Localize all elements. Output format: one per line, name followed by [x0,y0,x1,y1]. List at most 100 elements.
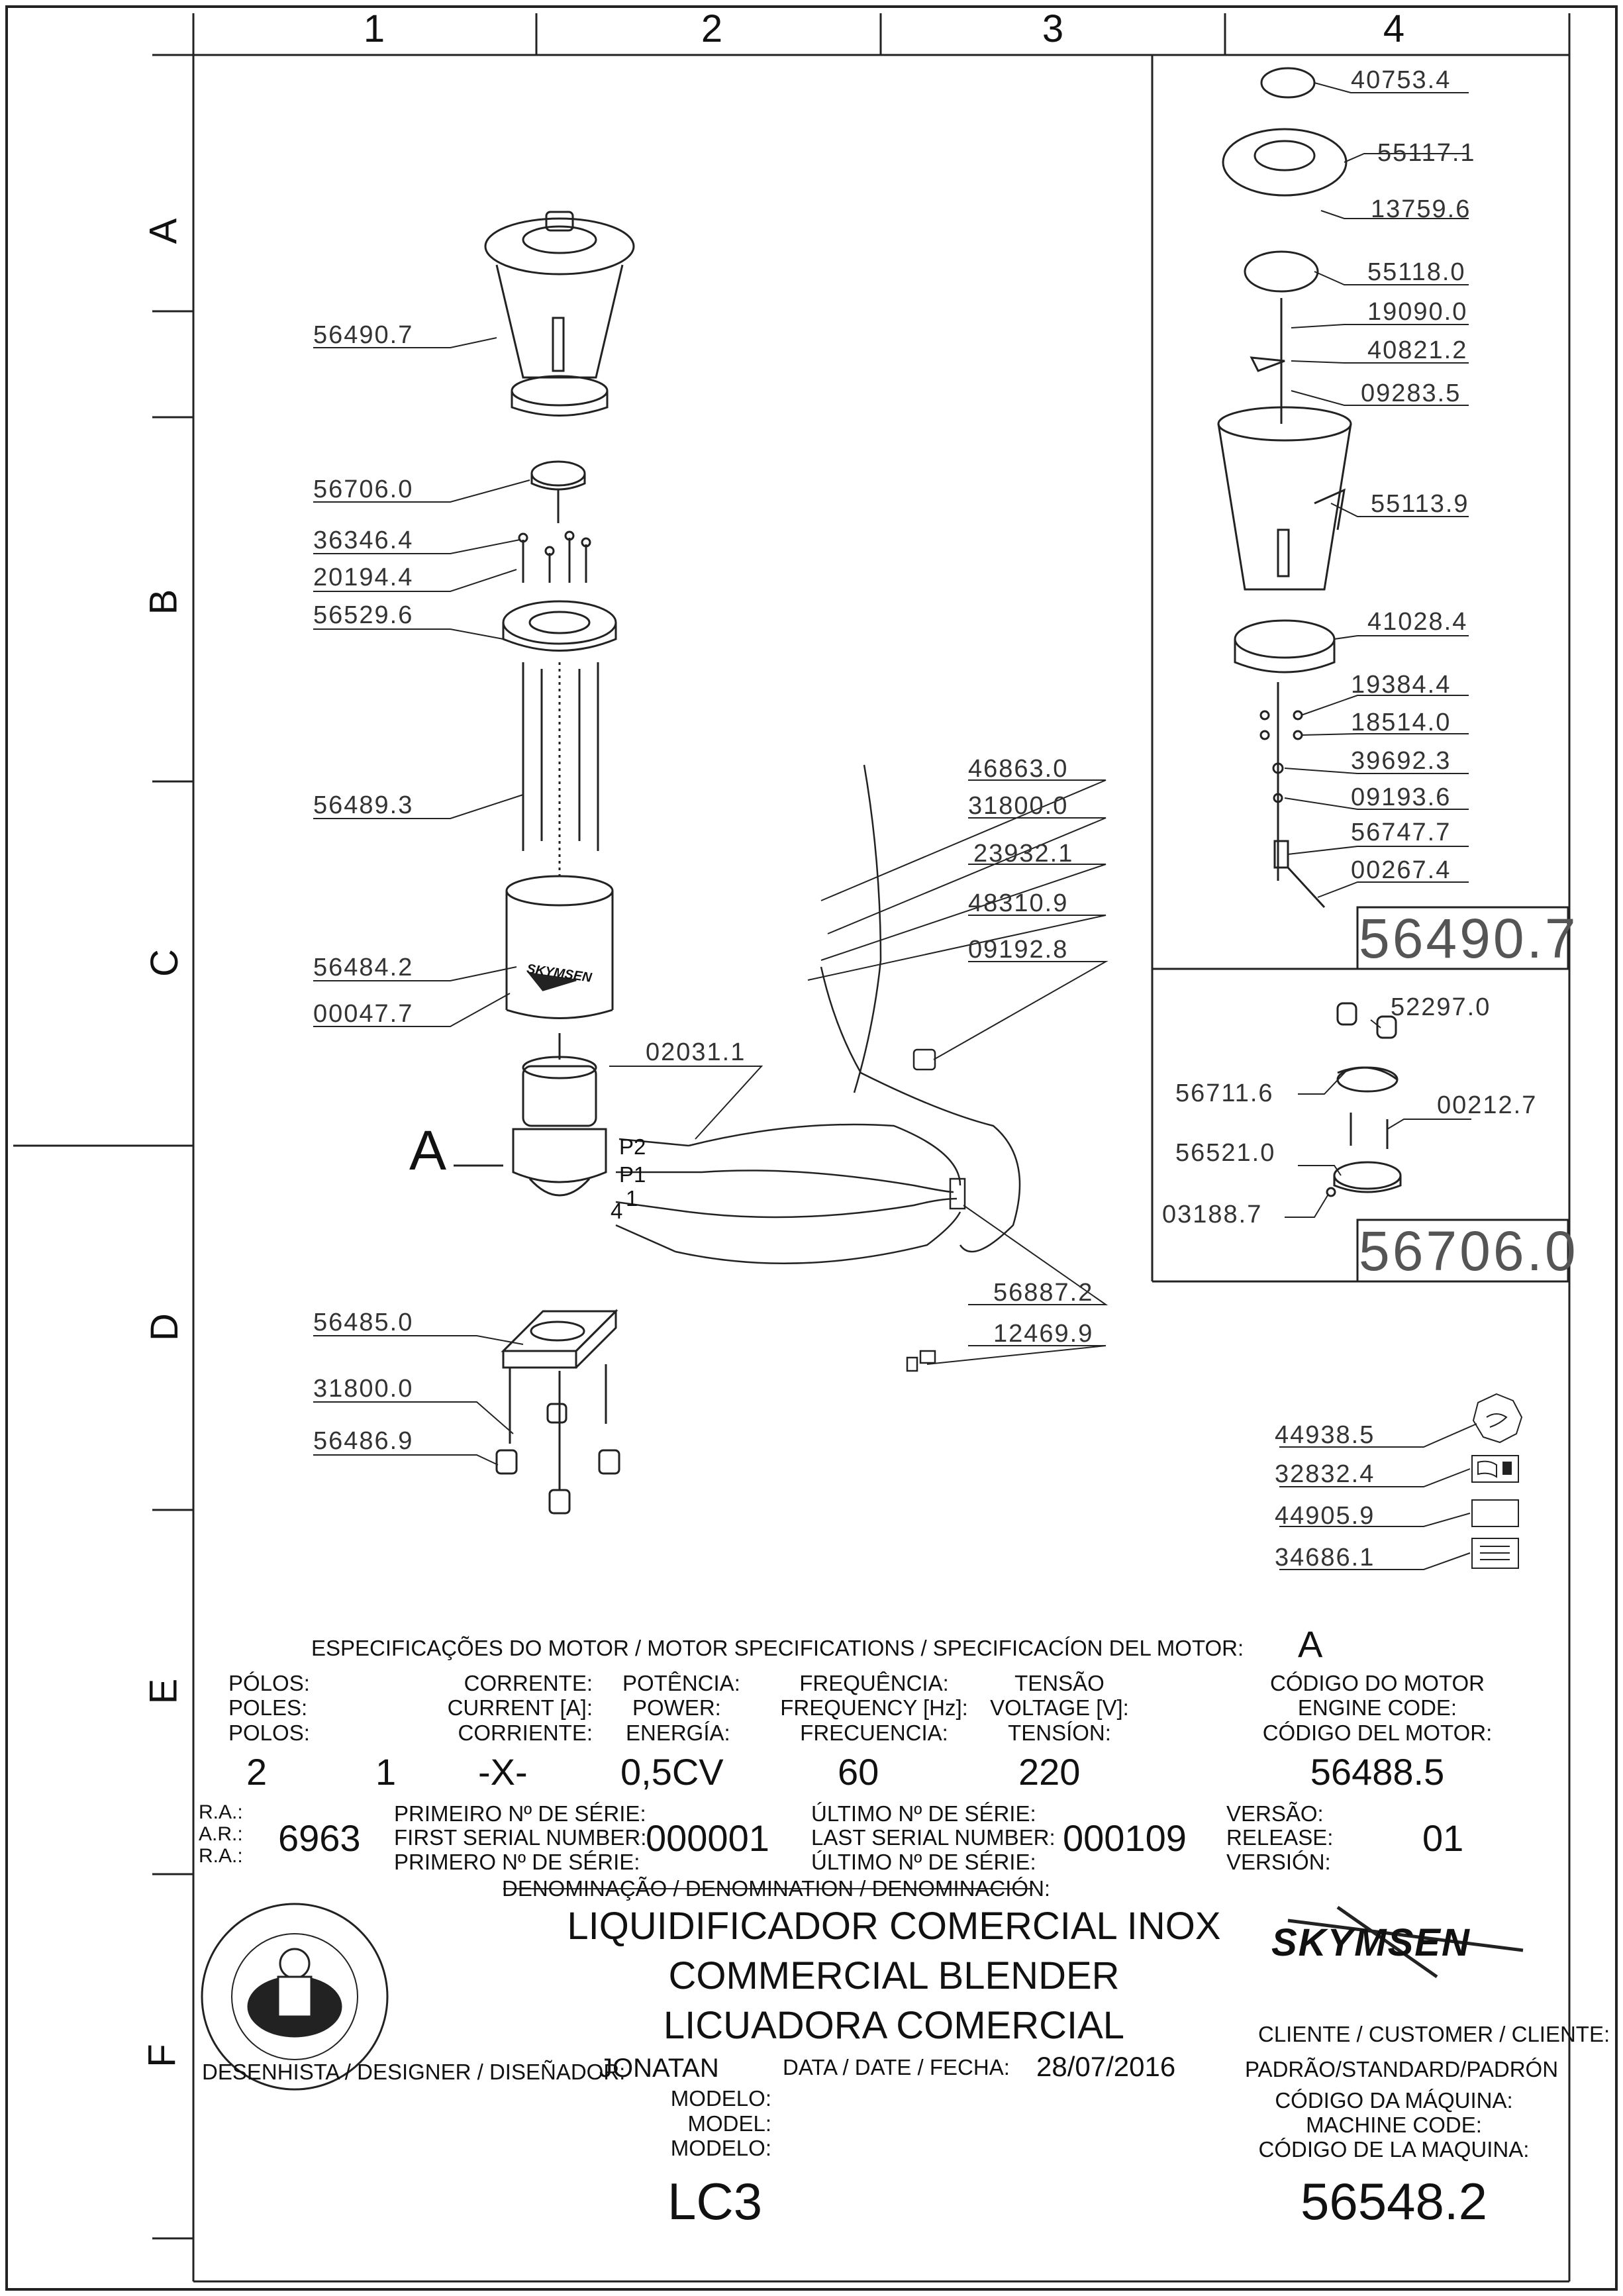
spec-label: FREQUÊNCIA: [799,1671,949,1695]
leader-lines-main [313,337,1108,1466]
leader-lines-detail2 [1285,1019,1471,1218]
grid-column-1: 1 [363,7,385,50]
rods [522,662,599,881]
machine-code-label: CÓDIGO DA MÁQUINA: [1275,2088,1513,2113]
spec-label: POLES: [228,1695,308,1720]
part-number: 00047.7 [313,1000,414,1028]
part-number: 18514.0 [1351,709,1451,736]
spec-value-frequency: 60 [838,1751,879,1793]
spec-value-voltage: 220 [1018,1751,1081,1793]
ra-value: 6963 [278,1817,361,1859]
first-serial-value: 000001 [646,1817,769,1859]
part-number: 46863.0 [968,755,1069,783]
cables [615,764,1021,1372]
part-number: 48310.9 [968,889,1069,917]
part-number: 56747.7 [1351,819,1451,846]
part-number: 20194.4 [313,564,414,591]
first-serial-label: FIRST SERIAL NUMBER: [394,1825,647,1850]
date-label: DATA / DATE / FECHA: [783,2055,1010,2079]
spec-value-current: 1 [375,1751,397,1793]
part-number: 12469.9 [993,1320,1094,1348]
brand-logo: SKYMSEN [1271,1921,1471,1964]
part-number: 40821.2 [1367,336,1468,364]
part-number: 44905.9 [1275,1502,1375,1530]
client-value: PADRÃO/STANDARD/PADRÓN [1245,2057,1559,2081]
machine-code-value: 56548.2 [1301,2172,1487,2230]
ar-label: A.R.: [199,1823,243,1845]
wire-label: P1 [619,1162,646,1187]
part-number: 55118.0 [1367,258,1466,286]
spec-label: FRECUENCIA: [800,1721,948,1745]
authorized-service-seal [201,1903,389,2091]
version-label: VERSIÓN: [1226,1850,1331,1874]
housing-cylinder [505,875,614,1019]
spec-label: POTÊNCIA: [622,1671,740,1695]
part-number: 31800.0 [313,1375,414,1403]
last-serial-value: 000109 [1063,1817,1187,1859]
screws [518,530,591,583]
part-number: 03188.7 [1162,1201,1263,1228]
model-label: MODEL: [687,2111,771,2136]
part-number: 56711.6 [1175,1079,1274,1107]
part-number: 00212.7 [1437,1091,1538,1119]
spec-value-poles: 2 [246,1751,268,1793]
spec-label: ENGINE CODE: [1297,1695,1457,1720]
part-number: 55117.1 [1377,139,1476,167]
part-number: 56529.6 [313,601,414,629]
first-serial-label: PRIMEIRO Nº DE SÉRIE: [394,1801,646,1826]
denomination-en: COMMERCIAL BLENDER [668,1954,1120,1997]
version-label: RELEASE: [1226,1825,1334,1850]
part-number: 19384.4 [1351,671,1451,699]
spec-label: CÓDIGO DO MOTOR [1270,1671,1485,1695]
grid-row-b: B [142,589,185,615]
part-number: 09192.8 [968,936,1069,964]
wire-label: 4 [611,1199,623,1223]
part-number: 32832.4 [1275,1460,1375,1488]
grid-row-c: C [142,949,186,977]
part-number: 56706.0 [313,475,414,503]
part-number: 56485.0 [313,1309,414,1336]
detail-assembly-code: 56490.7 [1359,907,1579,970]
part-number: 23932.1 [973,840,1074,868]
spec-label: CURRENT [A]: [447,1695,593,1720]
part-number: 44938.5 [1275,1421,1375,1449]
specs-motor-ref: A [1298,1623,1323,1665]
coupling [530,460,586,523]
spec-label: VOLTAGE [V]: [990,1695,1129,1720]
client-label: CLIENTE / CUSTOMER / CLIENTE: [1258,2022,1610,2046]
part-number: 34686.1 [1275,1544,1375,1572]
part-number: 56486.9 [313,1427,414,1455]
part-number: 13759.6 [1371,195,1471,223]
grid-row-e: E [142,1678,185,1705]
last-serial-label: LAST SERIAL NUMBER: [811,1825,1056,1850]
first-serial-label: PRIMERO Nº DE SÉRIE: [394,1850,640,1874]
denomination-label: DENOMINAÇÃO / DENOMINATION / DENOMINACIÓ… [502,1876,1051,1901]
part-number: 56484.2 [313,954,414,981]
part-number: 56887.2 [993,1279,1094,1307]
spec-label: PÓLOS: [228,1671,310,1695]
designer-label: DESENHISTA / DESIGNER / DISEÑADOR: [202,2060,626,2084]
detail-jar-parts [1217,67,1469,909]
denomination-pt: LIQUIDIFICADOR COMERCIAL INOX [567,1905,1221,1948]
wire-label: 1 [626,1186,638,1211]
denomination-es: LICUADORA COMERCIAL [663,2004,1125,2047]
spec-value-power: 0,5CV [620,1751,724,1793]
ra-label: R.A.: [199,1801,243,1823]
labels-icons [1279,1393,1523,1570]
grid-row-d: D [142,1313,186,1341]
grid-column-2: 2 [701,7,723,50]
spec-value-engine-code: 56488.5 [1310,1751,1445,1793]
leader-lines-detail1 [1284,82,1469,898]
wire-label: P2 [619,1134,646,1159]
spec-label: TENSÃO [1014,1671,1105,1695]
part-number: 40753.4 [1351,66,1451,94]
part-number: 31800.0 [968,792,1069,820]
callout-a-label: A [409,1119,447,1181]
spec-label: TENSÍON: [1008,1721,1111,1745]
ra-label: R.A.: [199,1845,243,1867]
designer-value: JONATAN [599,2054,719,2083]
base-plate [502,600,617,652]
part-number: 52297.0 [1391,993,1491,1021]
motor [512,1033,607,1197]
main-exploded-view [313,211,1108,1515]
